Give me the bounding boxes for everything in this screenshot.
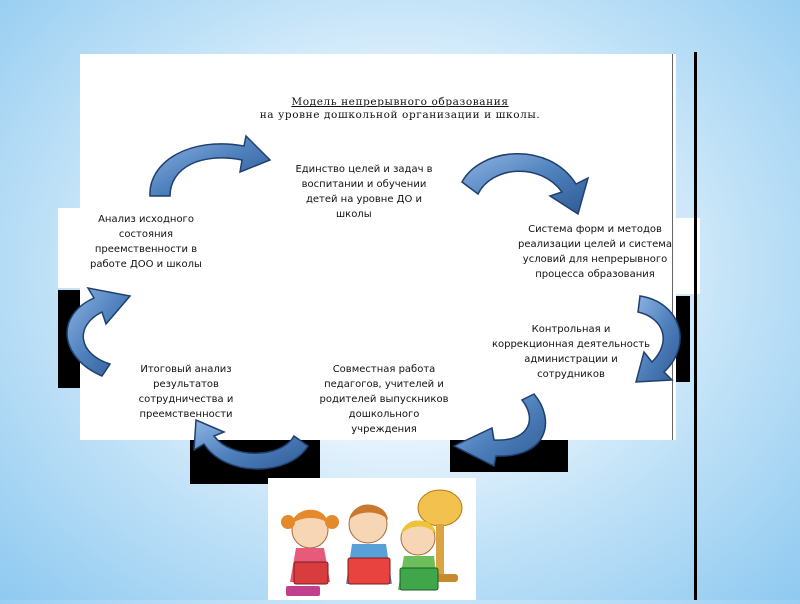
node-control-activity: Контрольная и коррекционная деятельность…	[476, 322, 666, 382]
node-text-line: коррекционная деятельность	[491, 339, 651, 350]
node-joint-work: Совместная работа педагогов, учителей и …	[296, 362, 472, 437]
node-unity-of-goals: Единство целей и задач в воспитании и об…	[278, 162, 450, 222]
black-block-right	[676, 296, 690, 382]
node-text-line: школы	[336, 209, 372, 220]
diagram-title: Модель непрерывного образования на уровн…	[200, 96, 600, 122]
arrow-top-to-right	[461, 153, 590, 216]
children-reading-books-icon	[281, 489, 463, 596]
node-text-line: педагогов, учителей и	[324, 379, 444, 390]
node-text-line: родителей выпускников	[319, 394, 449, 405]
node-text-line: учреждения	[351, 424, 417, 435]
node-text-line: преемственности	[139, 409, 233, 420]
right-label-panel	[596, 218, 700, 294]
arrow-final-to-initial	[66, 286, 132, 377]
node-final-analysis: Итоговый анализ результатов сотрудничест…	[116, 362, 256, 422]
node-text-line: Итоговый анализ	[140, 364, 232, 375]
node-text-line: сотрудничества и	[138, 394, 234, 405]
children-reading-illustration	[268, 478, 476, 600]
node-text-line: реализации целей и система	[518, 239, 672, 250]
arrow-joint-to-final	[193, 418, 310, 470]
node-text-line: преемственности в	[94, 244, 198, 255]
left-label-panel	[58, 208, 186, 288]
node-text-line: дошкольного	[348, 409, 420, 420]
node-text-line: процесса образования	[535, 269, 655, 280]
arrow-right-down	[635, 295, 681, 383]
vertical-divider-line	[694, 52, 697, 600]
node-initial-analysis: Анализ исходного состояния преемственнос…	[68, 212, 224, 272]
node-text-line: воспитании и обучении	[301, 179, 427, 190]
title-line-2: на уровне дошкольной организации и школы…	[259, 109, 541, 121]
vertical-divider-line-thin	[672, 54, 673, 440]
title-line-1: Модель непрерывного образования	[291, 96, 509, 108]
node-text-line: Анализ исходного	[98, 214, 194, 225]
arrow-left-to-top	[149, 134, 272, 197]
node-text-line: Единство целей и задач в	[295, 164, 433, 175]
node-text-line: результатов	[153, 379, 219, 390]
node-text-line: Совместная работа	[332, 364, 436, 375]
node-text-line: администрации и	[524, 354, 618, 365]
node-text-line: Контрольная и	[531, 324, 611, 335]
node-text-line: условий для непрерывного	[522, 254, 668, 265]
node-text-line: сотрудников	[537, 369, 605, 380]
node-text-line: состояния	[118, 229, 174, 240]
node-text-line: работе ДОО и школы	[90, 259, 202, 270]
arrow-control-to-joint	[452, 393, 547, 468]
node-text-line: детей на уровне ДО и	[305, 194, 423, 205]
node-system-of-forms: Система форм и методов реализации целей …	[500, 222, 690, 282]
node-text-line: Система форм и методов	[528, 224, 662, 235]
